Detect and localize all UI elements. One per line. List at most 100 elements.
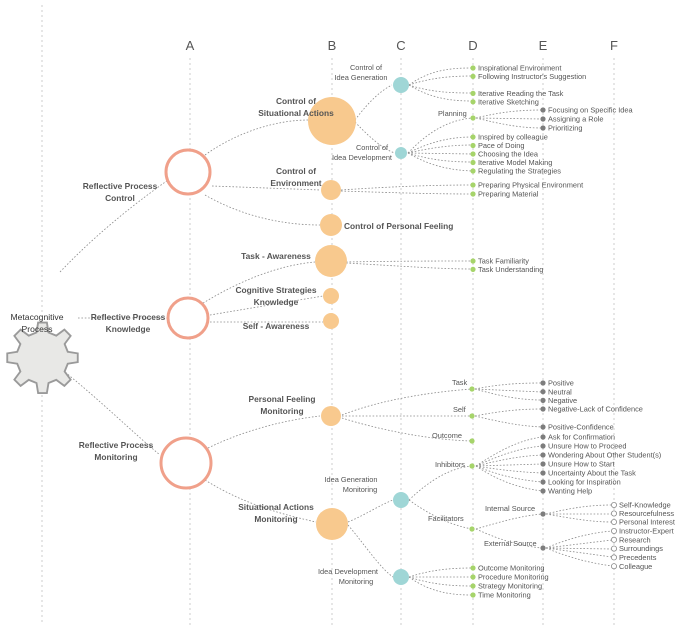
column-a-label: A [186,38,195,53]
reflective-monitoring-label-1: Reflective Process [79,440,154,450]
reflective-control-label-2: Control [105,193,135,203]
inhibitor-item-dot [540,452,546,458]
external-source-item-label: Research [619,535,651,544]
idea-generation-item-label: Following Instructor's Suggestion [478,72,586,81]
idea-development-control-label-1: Control of [356,143,389,152]
idea-generation-monitoring-node [393,492,409,508]
idea-development-monitoring-item-dot [470,583,476,589]
inhibitor-item-dot [540,488,546,494]
inhibitor-item-dot [540,443,546,449]
planning-item-label: Prioritizing [548,124,583,133]
environment-item-label: Preparing Physical Environment [478,181,583,190]
idea-generation-monitoring-label-2: Monitoring [343,485,378,494]
task-monitoring-item-dot [540,389,546,395]
task-awareness-item-label: Task Familiarity [478,257,529,266]
self-monitoring-item-dot [540,406,546,412]
reflective-monitoring-ring [159,436,213,490]
task-awareness-item-dot [470,266,476,272]
column-c-label: C [396,38,405,53]
column-guides [41,5,615,625]
internal-source-item-label: Personal Interest [619,518,675,527]
external-source-item-dot [611,536,618,543]
idea-development-item-label: Iterative Model Making [478,158,552,167]
inhibitors-label: Inhibitors [435,460,465,469]
external-source-item-dot [611,528,618,535]
external-source-item-dot [611,554,618,561]
control-environment-label-2: Environment [270,178,321,188]
outcome-branch-label: Outcome [432,431,462,440]
idea-development-item-dot [470,159,476,166]
inhibitor-item-dot [540,461,546,467]
planning-item-label: Focusing on Specific Idea [548,106,634,115]
idea-development-monitoring-item-dot [470,565,476,571]
planning-item-label: Assigning a Role [548,115,603,124]
branch-point-dot [469,438,475,444]
planning-item-dot [540,125,546,131]
self-awareness-label: Self - Awareness [243,321,310,331]
reflective-monitoring-label-2: Monitoring [94,452,137,462]
idea-development-control-label-2: Idea Development [332,153,392,162]
external-source-item-label: Colleague [619,562,652,571]
situational-monitoring-label-1: Situational Actions [238,502,314,512]
idea-generation-item-label: Iterative Sketching [478,97,539,106]
idea-development-monitoring-node [393,569,409,585]
control-situational-label-1: Control of [276,96,316,106]
external-source-item-label: Surroundings [619,544,663,553]
external-source-label: External Source [484,539,537,548]
idea-generation-item-dot [470,73,476,79]
subcategory-nodes: Control of Idea Generation Control of Id… [318,63,537,586]
inhibitor-item-label: Looking for Inspiration [548,478,621,487]
external-source-item-label: Instructor-Expert [619,527,674,536]
planning-item-dot [540,107,546,113]
metacognitive-process-gear: Metacognitive Process [6,312,79,394]
idea-development-item-dot [470,151,476,157]
category-nodes: Control of Situational Actions Control o… [236,96,453,540]
personal-feeling-label-1: Personal Feeling [248,394,315,404]
task-awareness-item-dot [470,258,476,264]
idea-development-item-dot [470,134,476,140]
internal-source-item-dot [611,519,618,526]
control-situational-label-2: Situational Actions [258,108,334,118]
idea-generation-monitoring-label-1: Idea Generation [324,475,377,484]
internal-source-item-dot [611,510,618,517]
idea-development-monitoring-label-2: Monitoring [339,577,374,586]
idea-generation-control-label-2: Idea Generation [334,73,387,82]
idea-generation-control-node [393,77,409,93]
source-branch-dot [540,545,546,551]
idea-development-item-label: Inspired by colleague [478,133,548,142]
task-awareness-node [315,245,347,277]
idea-generation-control-label-1: Control of [350,63,383,72]
inhibitor-item-dot [540,470,546,476]
idea-development-monitoring-item-label: Outcome Monitoring [478,564,545,573]
idea-development-item-dot [470,142,476,149]
idea-generation-item-dot [470,65,476,71]
self-monitoring-item-dot [540,424,546,430]
reflective-knowledge-ring [166,296,210,340]
idea-generation-item-label: Inspirational Environment [478,64,561,73]
external-source-item-label: Precedents [619,553,657,562]
self-awareness-node [323,313,339,329]
task-monitoring-item-dot [540,397,546,403]
environment-item-dot [470,191,476,197]
inhibitor-item-label: Uncertainty About the Task [548,469,636,478]
external-source-item-dot [611,545,618,552]
inhibitor-item-label: Ask for Confirmation [548,433,615,442]
facilitators-label: Facilitators [428,514,464,523]
branch-point-dot [469,413,475,419]
idea-development-monitoring-item-dot [470,592,476,598]
idea-development-monitoring-item-label: Procedure Monitoring [478,573,549,582]
planning-label: Planning [438,109,467,118]
main-connectors [59,84,473,578]
idea-development-control-node [395,147,407,159]
column-e-label: E [539,38,548,53]
cognitive-strategies-label-2: Knowledge [254,297,299,307]
idea-development-monitoring-item-label: Time Monitoring [478,591,531,600]
inhibitor-item-label: Unsure How to Proceed [548,442,626,451]
center-title-line1: Metacognitive [10,312,63,322]
idea-generation-item-label: Iterative Reading the Task [478,89,564,98]
idea-generation-item-dot [470,90,476,96]
branch-point-dot [469,526,475,532]
idea-development-item-dot [470,168,476,174]
